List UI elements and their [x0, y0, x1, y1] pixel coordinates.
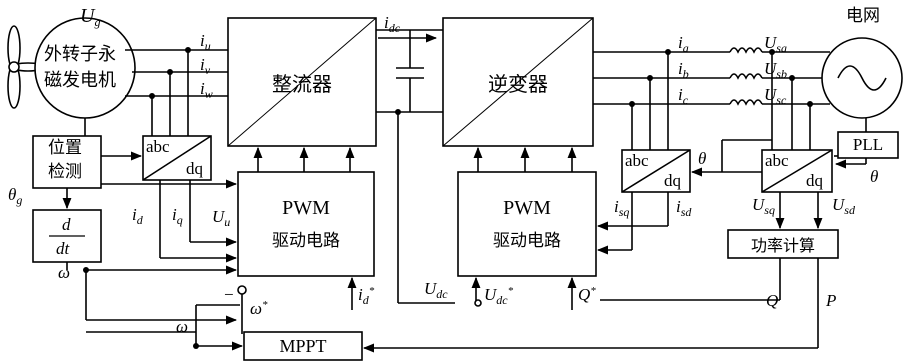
power-calc-label: 功率计算 [750, 236, 815, 255]
omega-label: ω [58, 263, 71, 282]
generator-circle [34, 17, 136, 119]
pll-block [837, 131, 899, 159]
current-ia-label: ia [678, 33, 689, 55]
derivative-numerator: d [62, 215, 71, 234]
theta-g-label: θg [8, 185, 23, 207]
current-iu-label: iu [200, 31, 211, 53]
pwm1-subtitle: 驱动电路 [272, 231, 340, 251]
current-isd-label: isd [676, 197, 692, 219]
position-detect-label-2: 检测 [48, 162, 82, 182]
abc-dq-1-top: abc [146, 137, 170, 156]
grid-label: 电网 [846, 6, 880, 26]
generator-label-line1: 外转子永 [44, 44, 116, 65]
mppt-label: MPPT [279, 335, 327, 356]
udc-star-label: Udc* [484, 285, 514, 307]
q-label: Q [766, 291, 779, 310]
udc-label: Udc [424, 279, 448, 301]
abc-dq-1-bottom: dq [186, 159, 203, 178]
power-calc-block [727, 229, 839, 259]
abc-dq-2-top: abc [625, 151, 649, 170]
mppt-block [243, 331, 363, 361]
generator-label-line2: 磁发电机 [44, 70, 116, 91]
usa-label: Usa [764, 33, 787, 55]
pwm1-title: PWM [282, 197, 330, 219]
uu-label: Uu [212, 207, 231, 229]
pwm2-subtitle: 驱动电路 [493, 231, 561, 251]
current-iv-label: iv [200, 55, 211, 77]
pwm2-label: PWM 驱动电路 [458, 172, 596, 276]
derivative-denominator: dt [56, 239, 70, 258]
omega-label-2: ω [176, 317, 189, 336]
inverter-label: 逆变器 [488, 71, 548, 96]
position-detect-label-1: 位置 [48, 138, 82, 158]
current-iq-label: iq [172, 205, 183, 227]
abc-dq-3-top: abc [765, 151, 789, 170]
usd-label: Usd [832, 195, 855, 217]
pwm-driver-1 [237, 171, 375, 277]
q-star-label: Q* [578, 285, 596, 304]
current-id-label: id [132, 205, 143, 227]
rectifier-block [227, 17, 377, 147]
abc-dq-2-bottom: dq [664, 171, 681, 190]
current-iw-label: iw [200, 79, 213, 101]
abc-dq-3-bottom: dq [806, 171, 823, 190]
theta-label-1: θ [698, 149, 707, 168]
pll-label: PLL [852, 135, 884, 154]
p-label: P [826, 291, 837, 310]
pwm-driver-2 [457, 171, 597, 277]
current-idc-label: idc [384, 13, 401, 35]
generator-voltage-label: Ug [80, 5, 101, 29]
pwm2-title: PWM [503, 197, 551, 219]
usc-label: Usc [764, 85, 787, 107]
rectifier-label: 整流器 [272, 71, 332, 96]
minus-sign: − [224, 285, 234, 304]
inverter-block [442, 17, 594, 147]
current-isq-label: isq [614, 197, 630, 219]
current-ic-label: ic [678, 85, 689, 107]
theta-label-2: θ [870, 167, 879, 186]
usb-label: Usb [764, 59, 787, 81]
omega-star-label: ω* [250, 299, 268, 318]
pwm1-label: PWM 驱动电路 [238, 172, 374, 276]
current-id-star-label: id* [358, 285, 375, 307]
usq-label: Usq [752, 195, 775, 217]
current-ib-label: ib [678, 59, 689, 81]
derivative-block [32, 209, 102, 263]
